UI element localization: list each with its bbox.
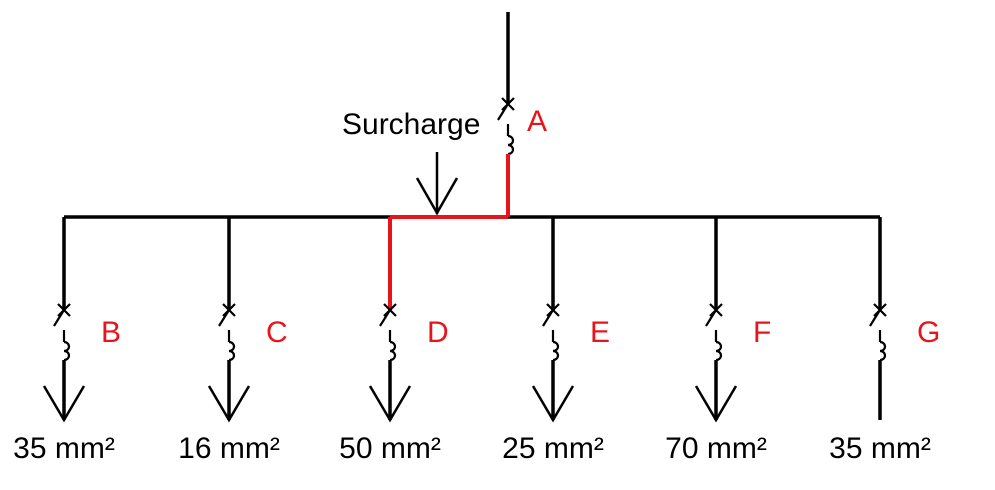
load-e-arrow-head [531, 385, 575, 423]
breaker-f-label: F [753, 316, 771, 349]
breaker-d-label: D [427, 316, 449, 349]
feeder-g: G 35 mm² [829, 217, 940, 465]
cable-section-d-label: 50 mm² [339, 432, 441, 465]
cable-section-b-label: 35 mm² [13, 432, 115, 465]
breaker-f-symbol [705, 303, 723, 362]
breaker-e-symbol [542, 303, 560, 362]
breaker-b-label: B [101, 316, 121, 349]
load-f-arrow-head [694, 385, 738, 423]
breaker-g-label: G [917, 316, 940, 349]
breaker-e-label: E [590, 316, 610, 349]
breaker-c-label: C [266, 316, 288, 349]
feeder-d: D 50 mm² [339, 217, 449, 465]
cable-section-g-label: 35 mm² [829, 432, 931, 465]
cable-section-e-label: 25 mm² [502, 432, 604, 465]
breaker-a-label: A [527, 105, 547, 138]
breaker-b-symbol [53, 303, 71, 362]
surcharge-arrow-head [415, 177, 459, 216]
cable-section-c-label: 16 mm² [178, 432, 280, 465]
breaker-a-symbol [497, 97, 515, 156]
breaker-g-symbol [869, 303, 887, 362]
feeder-f: F 70 mm² [665, 217, 771, 465]
feeders-group: B 35 mm² C 16 mm² D 50 mm² E 25 mm² F 70 mm² G 35 m… [13, 217, 940, 465]
surcharge-label: Surcharge [342, 108, 480, 141]
breaker-c-symbol [218, 303, 236, 362]
load-c-arrow-head [207, 385, 251, 423]
feeder-b: B 35 mm² [13, 217, 121, 465]
load-b-arrow-head [42, 385, 86, 423]
load-d-arrow-head [368, 385, 412, 423]
cable-section-f-label: 70 mm² [665, 432, 767, 465]
incoming-feeder: A [497, 12, 547, 217]
breaker-d-symbol [379, 303, 397, 362]
feeder-e: E 25 mm² [502, 217, 610, 465]
feeder-c: C 16 mm² [178, 217, 288, 465]
surcharge-indicator: Surcharge [342, 108, 480, 216]
